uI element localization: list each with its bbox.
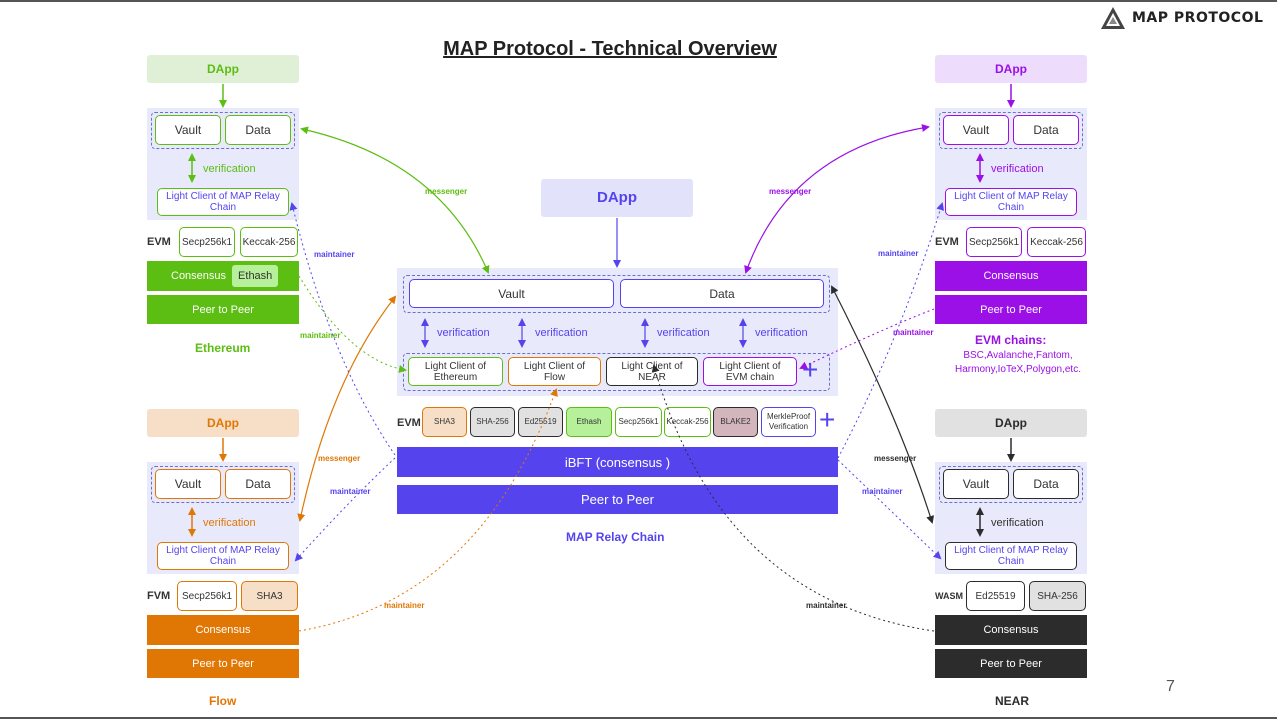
ethereum-vault: Vault bbox=[155, 115, 221, 145]
maintainer-label-flow-lc: maintainer bbox=[330, 487, 370, 496]
ethereum-light-client: Light Client of MAP Relay Chain bbox=[157, 188, 289, 216]
near-data: Data bbox=[1013, 469, 1079, 499]
ethereum-data: Data bbox=[225, 115, 291, 145]
evm-verification-label: verification bbox=[991, 163, 1044, 175]
relay-light-client-near: Light Client of NEAR bbox=[606, 357, 698, 386]
ethereum-consensus-bar: Consensus Ethash bbox=[147, 261, 299, 291]
near-light-client: Light Client of MAP Relay Chain bbox=[945, 542, 1077, 570]
map-protocol-logo: MAP PROTOCOL bbox=[1100, 0, 1277, 36]
relay-verification-label-4: verification bbox=[755, 327, 808, 339]
add-precompile-icon: + bbox=[819, 404, 836, 435]
precompile-secp256k1: Secp256k1 bbox=[615, 407, 662, 437]
relay-verification-label-3: verification bbox=[657, 327, 710, 339]
messenger-label-evm: messenger bbox=[769, 187, 811, 196]
flow-vault-data-group bbox=[151, 466, 295, 503]
maintainer-label-ethereum: maintainer bbox=[300, 331, 340, 340]
flow-sha3: SHA3 bbox=[241, 581, 298, 611]
near-verification-label: verification bbox=[991, 517, 1044, 529]
ethereum-ethash-tag: Ethash bbox=[232, 265, 279, 287]
ethereum-keccak256: Keccak-256 bbox=[240, 227, 298, 257]
relay-verification-label-2: verification bbox=[535, 327, 588, 339]
flow-verification-label: verification bbox=[203, 517, 256, 529]
relay-chain-name: MAP Relay Chain bbox=[566, 530, 665, 544]
ethereum-p2p-bar: Peer to Peer bbox=[147, 295, 299, 324]
maintainer-label-evm-lc: maintainer bbox=[878, 249, 918, 258]
evm-consensus-bar: Consensus bbox=[935, 261, 1087, 291]
messenger-label-ethereum: messenger bbox=[425, 187, 467, 196]
evm-dapp: DApp bbox=[935, 55, 1087, 83]
evm-light-client: Light Client of MAP Relay Chain bbox=[945, 188, 1077, 216]
precompile-sha3: SHA3 bbox=[422, 407, 467, 437]
near-vault: Vault bbox=[943, 469, 1009, 499]
relay-p2p-bar: Peer to Peer bbox=[397, 485, 838, 514]
near-dapp: DApp bbox=[935, 409, 1087, 437]
near-p2p-bar: Peer to Peer bbox=[935, 649, 1087, 678]
flow-vault: Vault bbox=[155, 469, 221, 499]
relay-light-client-ethereum: Light Client of Ethereum bbox=[408, 357, 503, 386]
precompile-ed25519: Ed25519 bbox=[518, 407, 563, 437]
near-consensus-bar: Consensus bbox=[935, 615, 1087, 645]
page-number: 7 bbox=[1166, 678, 1175, 695]
relay-verification-label-1: verification bbox=[437, 327, 490, 339]
flow-chain-name: Flow bbox=[209, 694, 237, 708]
evm-vault-data-group bbox=[939, 112, 1083, 149]
evm-keccak256: Keccak-256 bbox=[1027, 227, 1086, 257]
messenger-label-flow: messenger bbox=[318, 454, 360, 463]
relay-light-client-evm: Light Client of EVM chain bbox=[703, 357, 797, 386]
evm-vm-label: EVM bbox=[935, 236, 959, 248]
messenger-label-near: messenger bbox=[874, 454, 916, 463]
evm-vault: Vault bbox=[943, 115, 1009, 145]
top-rule bbox=[0, 0, 1277, 2]
ethereum-dapp: DApp bbox=[147, 55, 299, 83]
logo-mark-icon bbox=[1101, 7, 1125, 29]
near-chain-name: NEAR bbox=[995, 694, 1030, 708]
ethereum-consensus-label: Consensus bbox=[171, 270, 227, 282]
flow-vm-label: FVM bbox=[147, 590, 171, 602]
precompile-blake2: BLAKE2 bbox=[713, 407, 758, 437]
maintainer-label-ethereum-lc: maintainer bbox=[314, 250, 354, 259]
ethereum-vm-label: EVM bbox=[147, 236, 171, 248]
logo-text: MAP PROTOCOL bbox=[1132, 10, 1264, 26]
relay-vm-label: EVM bbox=[397, 417, 421, 429]
precompile-ethash: Ethash bbox=[566, 407, 612, 437]
flow-secp256k1: Secp256k1 bbox=[177, 581, 237, 611]
near-vm-label: WASM bbox=[935, 591, 963, 601]
relay-light-client-flow: Light Client of Flow bbox=[508, 357, 601, 386]
flow-p2p-bar: Peer to Peer bbox=[147, 649, 299, 678]
evm-chain-name: EVM chains: bbox=[975, 333, 1047, 347]
ethereum-chain-name: Ethereum bbox=[195, 341, 251, 355]
page-title: MAP Protocol - Technical Overview bbox=[443, 38, 777, 60]
relay-dapp: DApp bbox=[541, 179, 693, 217]
relay-data: Data bbox=[620, 279, 824, 308]
bottom-rule bbox=[0, 717, 1277, 719]
precompile-merkleproof: MerkleProof Verification bbox=[761, 407, 816, 437]
near-sha256: SHA-256 bbox=[1029, 581, 1086, 611]
ethereum-vault-data-group bbox=[151, 112, 295, 149]
evm-p2p-bar: Peer to Peer bbox=[935, 295, 1087, 324]
evm-chain-list: BSC,Avalanche,Fantom, Harmony,IoTeX,Poly… bbox=[955, 350, 1081, 375]
flow-light-client: Light Client of MAP Relay Chain bbox=[157, 542, 289, 570]
maintainer-label-evm: maintainer bbox=[893, 328, 933, 337]
evm-data: Data bbox=[1013, 115, 1079, 145]
evm-secp256k1: Secp256k1 bbox=[966, 227, 1022, 257]
ethereum-verification-label: verification bbox=[203, 163, 256, 175]
maintainer-label-near-lc: maintainer bbox=[862, 487, 902, 496]
add-light-client-icon: + bbox=[802, 354, 819, 385]
precompile-keccak256: Keccak-256 bbox=[664, 407, 711, 437]
maintainer-label-near: maintainer bbox=[806, 601, 846, 610]
relay-consensus-bar: iBFT (consensus ) bbox=[397, 447, 838, 477]
relay-vault: Vault bbox=[409, 279, 614, 308]
flow-dapp: DApp bbox=[147, 409, 299, 437]
ethereum-secp256k1: Secp256k1 bbox=[179, 227, 235, 257]
maintainer-label-flow: maintainer bbox=[384, 601, 424, 610]
flow-consensus-bar: Consensus bbox=[147, 615, 299, 645]
flow-data: Data bbox=[225, 469, 291, 499]
precompile-sha256: SHA-256 bbox=[470, 407, 515, 437]
near-ed25519: Ed25519 bbox=[966, 581, 1025, 611]
